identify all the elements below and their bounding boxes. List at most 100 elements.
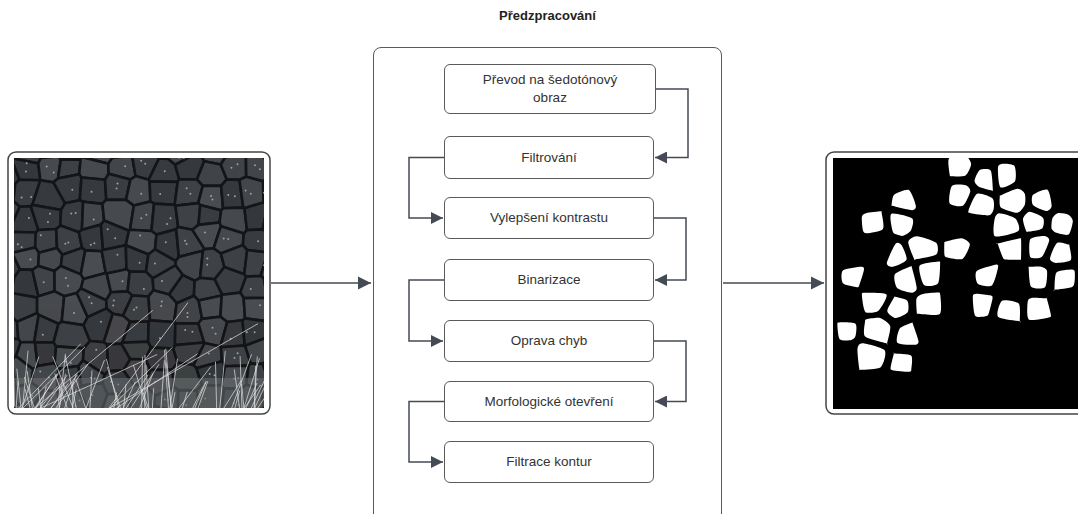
flow-arrow	[409, 280, 444, 341]
skin-scale	[220, 293, 245, 322]
skin-pore	[250, 288, 252, 290]
whisker	[107, 303, 188, 408]
step-label: Binarizace	[493, 271, 604, 289]
skin-pore	[21, 246, 23, 248]
skin-scale	[261, 251, 264, 278]
segmented-scale	[862, 293, 887, 313]
skin-pore	[139, 262, 141, 264]
whisker	[161, 360, 165, 408]
whisker	[37, 354, 158, 408]
whisker	[192, 382, 206, 408]
skin-scale	[31, 205, 61, 230]
segmented-scale	[998, 164, 1016, 188]
skin-pore	[211, 327, 213, 329]
skin-pore	[191, 331, 193, 333]
segmented-scale	[1032, 189, 1052, 210]
whisker	[21, 347, 85, 408]
skin-pore	[17, 243, 19, 245]
whisker	[16, 381, 18, 408]
skin-pore	[53, 171, 55, 173]
skin-scale	[199, 296, 222, 319]
whisker	[85, 360, 104, 408]
segmented-scale	[1023, 212, 1044, 232]
whisker	[250, 366, 264, 408]
skin-pore	[67, 285, 69, 287]
skin-pore	[49, 213, 51, 215]
segmented-scale	[975, 169, 993, 191]
segmented-scale	[996, 238, 1021, 260]
skin-pore	[186, 312, 188, 314]
skin-pore	[230, 167, 232, 169]
skin-pore	[186, 316, 188, 318]
input-image-frame	[8, 152, 270, 414]
step-label: Převod na šedotónový obraz	[445, 71, 655, 106]
skin-pore	[164, 170, 166, 172]
segmented-scale	[1000, 189, 1026, 213]
skin-scale	[149, 158, 180, 181]
whisker	[223, 380, 242, 408]
skin-scale	[14, 158, 40, 180]
skin-pore	[154, 263, 156, 265]
skin-pore	[144, 163, 146, 165]
skin-scale	[240, 276, 264, 298]
skin-pore	[186, 243, 188, 245]
skin-pore	[184, 240, 186, 242]
segmented-scale	[944, 238, 970, 259]
skin-pore	[186, 187, 188, 189]
skin-scale	[148, 290, 176, 322]
skin-pore	[46, 165, 48, 167]
whisker	[33, 310, 153, 408]
skin-pore	[140, 217, 142, 219]
process-box: Filtrování	[444, 136, 654, 179]
skin-pore	[21, 196, 23, 198]
flow-arrow	[654, 341, 686, 402]
skin-pore	[204, 231, 206, 233]
skin-pore	[165, 241, 167, 243]
whisker	[17, 369, 21, 408]
step-label: Filtrování	[497, 149, 601, 167]
segmented-scale	[837, 322, 856, 340]
skin-pore	[223, 238, 225, 240]
skin-pore	[71, 189, 73, 191]
skin-pore	[161, 300, 163, 302]
skin-pore	[116, 188, 118, 190]
output-arrow	[723, 282, 824, 284]
skin-pore	[116, 183, 118, 185]
skin-pore	[143, 288, 145, 290]
skin-pore	[140, 193, 142, 195]
segmented-scale	[973, 294, 993, 317]
segmented-scale	[841, 267, 864, 287]
skin-scale	[107, 269, 130, 292]
whisker	[90, 370, 92, 408]
skin-pore	[206, 264, 208, 266]
skin-pore	[161, 280, 163, 282]
skin-pore	[91, 302, 93, 304]
binary-mask-ground	[833, 158, 1078, 409]
whisker	[21, 357, 38, 408]
skin-pore	[75, 212, 77, 214]
skin-pore	[88, 296, 90, 298]
segmented-scale	[1054, 270, 1075, 291]
skin-pore	[64, 243, 66, 245]
whisker	[106, 324, 258, 408]
group-heading: Předzpracování	[374, 8, 721, 25]
process-box: Morfologické otevření	[444, 381, 654, 422]
skin-pore	[250, 193, 252, 195]
skin-pore	[73, 312, 75, 314]
binary-mask	[837, 158, 1075, 372]
skin-pore	[184, 329, 186, 331]
skin-pore	[29, 259, 31, 261]
input-photo	[14, 158, 264, 408]
skin-pore	[178, 158, 180, 159]
segmented-scale	[949, 185, 970, 207]
skin-pore	[70, 362, 72, 364]
skin-scale	[150, 181, 178, 204]
skin-pore	[43, 281, 45, 283]
skin-scale	[130, 201, 154, 231]
whisker	[14, 350, 15, 408]
segmented-scale	[891, 353, 913, 372]
process-group: PředzpracováníPřevod na šedotónový obraz…	[373, 47, 722, 514]
skin-pore	[237, 352, 239, 354]
skin-pore	[227, 194, 229, 196]
skin-pore	[257, 240, 259, 242]
